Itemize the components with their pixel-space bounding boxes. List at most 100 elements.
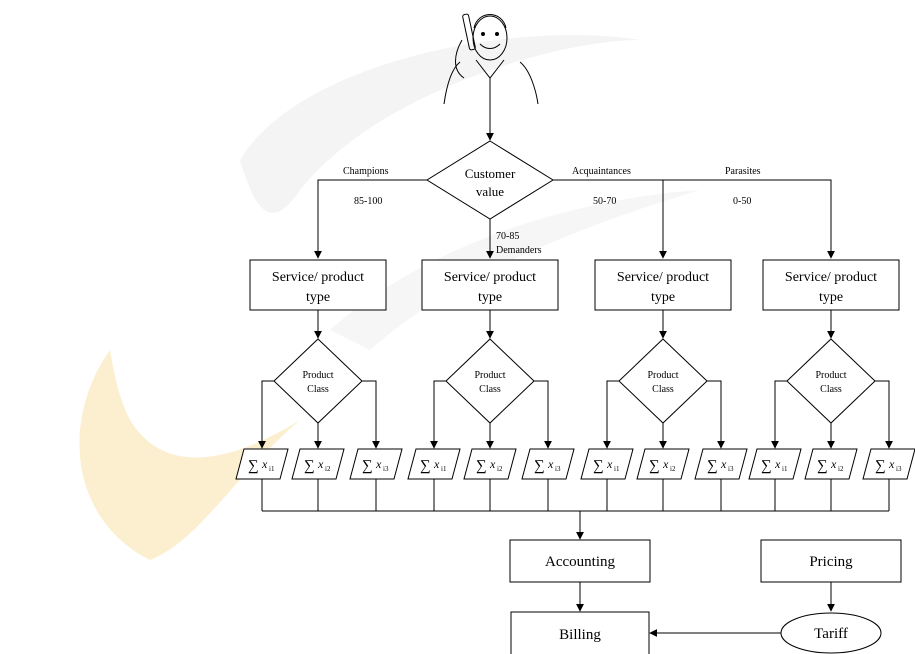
- sum-box-parasites-1: [748, 448, 802, 480]
- billing-label: Billing: [559, 627, 601, 643]
- product-class-line1-demanders: Product: [474, 370, 505, 381]
- product-class-diamond-parasites: [786, 338, 876, 424]
- sum-var-acquaintances-2: x: [662, 457, 669, 471]
- sum-var-champions-1: x: [261, 457, 268, 471]
- sum-var-parasites-3: x: [888, 457, 895, 471]
- sum-subscript-parasites-3: i3: [896, 465, 902, 473]
- sum-var-acquaintances-1: x: [606, 457, 613, 471]
- pricing-label: Pricing: [809, 554, 853, 570]
- sum-symbol-parasites-1: ∑: [761, 458, 772, 474]
- product-class-line2-parasites: Class: [820, 384, 842, 395]
- service-product-line2-demanders: type: [478, 290, 502, 305]
- sum-subscript-parasites-2: i2: [838, 465, 844, 473]
- service-product-line2-parasites: type: [819, 290, 843, 305]
- sum-subscript-parasites-1: i1: [782, 465, 788, 473]
- sum-box-champions-2: [291, 448, 345, 480]
- billing-box: [510, 611, 650, 654]
- sum-var-parasites-2: x: [830, 457, 837, 471]
- sum-subscript-demanders-3: i3: [555, 465, 561, 473]
- service-product-box-champions: [249, 259, 387, 311]
- sum-subscript-champions-2: i2: [325, 465, 331, 473]
- sum-var-demanders-1: x: [433, 457, 440, 471]
- tariff-label: Tariff: [814, 626, 848, 642]
- segment-label-demanders: Demanders: [496, 245, 542, 256]
- sum-var-champions-3: x: [375, 457, 382, 471]
- arrow-class-left-acquaintances: [603, 380, 619, 449]
- sum-symbol-acquaintances-1: ∑: [593, 458, 604, 474]
- sum-box-demanders-3: [521, 448, 575, 480]
- sum-var-parasites-1: x: [774, 457, 781, 471]
- sum-box-parasites-2: [804, 448, 858, 480]
- sum-var-acquaintances-3: x: [720, 457, 727, 471]
- sum-symbol-parasites-3: ∑: [875, 458, 886, 474]
- sum-subscript-demanders-2: i2: [497, 465, 503, 473]
- watermark-grey-swoosh: [240, 35, 640, 213]
- service-product-box-demanders: [421, 259, 559, 311]
- sum-box-acquaintances-1: [580, 448, 634, 480]
- sum-box-parasites-3: [862, 448, 915, 480]
- segment-range-champions: 85-100: [354, 196, 382, 207]
- sum-subscript-acquaintances-2: i2: [670, 465, 676, 473]
- sum-symbol-acquaintances-3: ∑: [707, 458, 718, 474]
- product-class-diamond-demanders: [445, 338, 535, 424]
- product-class-line2-champions: Class: [307, 384, 329, 395]
- arrow-class-right-demanders: [534, 380, 552, 449]
- segment-label-parasites: Parasites: [725, 166, 761, 177]
- arrow-class-right-parasites: [875, 380, 893, 449]
- segment-range-acquaintances: 50-70: [593, 196, 616, 207]
- sum-box-demanders-2: [463, 448, 517, 480]
- product-class-diamond-acquaintances: [618, 338, 708, 424]
- sum-subscript-acquaintances-1: i1: [614, 465, 620, 473]
- arrow-class-left-parasites: [771, 380, 787, 449]
- sum-box-acquaintances-3: [694, 448, 748, 480]
- sum-symbol-acquaintances-2: ∑: [649, 458, 660, 474]
- service-product-line2-acquaintances: type: [651, 290, 675, 305]
- product-class-line2-demanders: Class: [479, 384, 501, 395]
- service-product-line1-demanders: Service/ product: [444, 270, 536, 285]
- segment-label-acquaintances: Acquaintances: [572, 166, 631, 177]
- segment-range-parasites: 0-50: [733, 196, 751, 207]
- sum-var-demanders-3: x: [547, 457, 554, 471]
- service-product-box-acquaintances: [594, 259, 732, 311]
- sum-symbol-champions-3: ∑: [362, 458, 373, 474]
- sum-var-champions-2: x: [317, 457, 324, 471]
- arrow-class-right-champions: [362, 380, 380, 449]
- service-product-line2-champions: type: [306, 290, 330, 305]
- sum-box-champions-3: [349, 448, 403, 480]
- arrow-class-left-demanders: [430, 380, 446, 449]
- sum-symbol-parasites-2: ∑: [817, 458, 828, 474]
- branch-parasites: [553, 179, 835, 259]
- sum-subscript-acquaintances-3: i3: [728, 465, 734, 473]
- watermark-grey-arc: [330, 190, 700, 350]
- sum-subscript-champions-1: i1: [269, 465, 275, 473]
- sum-symbol-demanders-1: ∑: [420, 458, 431, 474]
- sum-box-demanders-1: [407, 448, 461, 480]
- customer-value-line1: Customer: [465, 166, 516, 181]
- branch-champions: [314, 179, 427, 259]
- sum-box-acquaintances-2: [636, 448, 690, 480]
- sum-symbol-demanders-2: ∑: [476, 458, 487, 474]
- accounting-label: Accounting: [545, 554, 615, 570]
- arrow-class-left-champions: [258, 380, 274, 449]
- customer-phone-icon: [443, 13, 539, 105]
- service-product-line1-champions: Service/ product: [272, 270, 364, 285]
- arrow-class-right-acquaintances: [707, 380, 725, 449]
- service-product-box-parasites: [762, 259, 900, 311]
- customer-value-line2: value: [476, 184, 504, 199]
- watermark-yellow-swoosh: [79, 350, 300, 560]
- segment-label-champions: Champions: [343, 166, 389, 177]
- service-product-line1-acquaintances: Service/ product: [617, 270, 709, 285]
- product-class-line1-acquaintances: Product: [647, 370, 678, 381]
- sum-symbol-champions-1: ∑: [248, 458, 259, 474]
- sum-subscript-champions-3: i3: [383, 465, 389, 473]
- service-product-line1-parasites: Service/ product: [785, 270, 877, 285]
- product-class-line1-parasites: Product: [815, 370, 846, 381]
- pricing-box: [760, 539, 902, 583]
- sum-subscript-demanders-1: i1: [441, 465, 447, 473]
- product-class-diamond-champions: [273, 338, 363, 424]
- sum-box-champions-1: [235, 448, 289, 480]
- sum-symbol-champions-2: ∑: [304, 458, 315, 474]
